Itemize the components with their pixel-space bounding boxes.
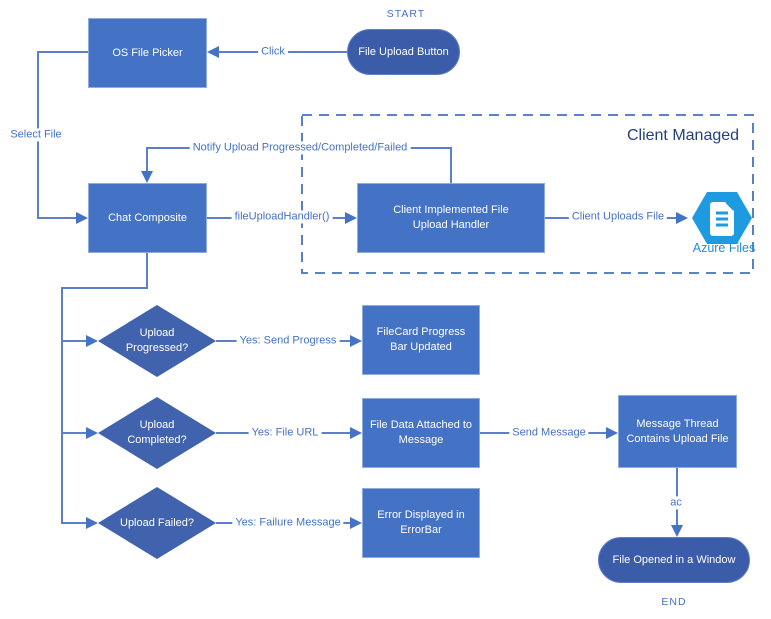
arrowhead-notify <box>141 171 153 183</box>
arrowhead-ac <box>671 525 683 537</box>
node-chat-composite: Chat Composite <box>88 183 207 253</box>
node-file-upload-button: File Upload Button <box>347 29 460 75</box>
node-client-file-upload-handler-label: Client Implemented File Upload Handler <box>393 204 509 231</box>
node-message-thread: Message Thread Contains Upload File <box>618 395 737 468</box>
arrowhead-failed <box>86 517 98 529</box>
arrowhead-completed <box>86 427 98 439</box>
arrowhead-fileuploadhandler <box>345 212 357 224</box>
edge-label-yes-file-url: Yes: File URL <box>248 426 322 440</box>
arrowhead-client-uploads <box>676 212 688 224</box>
node-error-displayed-label: Error Displayed in ErrorBar <box>377 509 465 536</box>
node-upload-progressed-label: Upload Progressed? <box>125 327 189 354</box>
arrowhead-click <box>207 46 219 58</box>
node-error-displayed: Error Displayed in ErrorBar <box>362 488 480 558</box>
edge-label-ac: ac <box>667 496 685 510</box>
node-file-data-attached: File Data Attached to Message <box>362 398 480 468</box>
azure-files-hexagon <box>692 192 752 244</box>
azure-files-document-lines <box>716 211 728 227</box>
node-file-opened-label: File Opened in a Window <box>612 553 736 566</box>
edge-label-yes-send-progress: Yes: Send Progress <box>236 334 340 348</box>
edge-label-fileuploadhandler: fileUploadHandler() <box>231 210 333 224</box>
arrowhead-select-file <box>76 212 88 224</box>
node-file-data-attached-label: File Data Attached to Message <box>369 419 473 446</box>
edge-label-select-file: Select File <box>7 128 65 142</box>
node-chat-composite-label: Chat Composite <box>108 211 187 224</box>
arrowhead-failure <box>350 517 362 529</box>
azure-files-caption: Azure Files <box>692 241 756 255</box>
node-os-file-picker-label: OS File Picker <box>112 46 183 59</box>
arrowhead-progressed <box>86 335 98 347</box>
node-file-opened: File Opened in a Window <box>598 537 750 583</box>
node-file-upload-button-label: File Upload Button <box>358 45 449 58</box>
node-os-file-picker: OS File Picker <box>88 18 207 88</box>
client-managed-region-border <box>301 114 754 274</box>
node-client-file-upload-handler: Client Implemented File Upload Handler <box>357 183 545 253</box>
azure-files-icon <box>689 190 755 246</box>
node-message-thread-label: Message Thread Contains Upload File <box>626 417 729 445</box>
azure-files-document-fold <box>725 201 735 211</box>
edge-label-send-message: Send Message <box>509 426 589 440</box>
arrowhead-send-progress <box>350 335 362 347</box>
node-filecard-progress-bar-label: FileCard Progress Bar Updated <box>376 326 466 353</box>
node-upload-completed-label: Upload Completed? <box>127 419 187 446</box>
edge-label-client-uploads-file: Client Uploads File <box>568 210 668 224</box>
arrowhead-file-url <box>350 427 362 439</box>
edge-label-yes-failure-message: Yes: Failure Message <box>232 516 344 530</box>
arrowhead-send-message <box>606 427 618 439</box>
start-label: START <box>386 8 426 20</box>
node-filecard-progress-bar: FileCard Progress Bar Updated <box>362 305 480 375</box>
edge-label-notify: Notify Upload Progressed/Completed/Faile… <box>189 141 411 155</box>
end-label: END <box>661 596 687 608</box>
edge-label-click: Click <box>258 45 288 59</box>
client-managed-region-label: Client Managed <box>626 127 740 144</box>
edge-spine <box>61 253 148 524</box>
node-upload-failed-label: Upload Failed? <box>120 516 194 529</box>
arrowheads <box>76 46 688 537</box>
